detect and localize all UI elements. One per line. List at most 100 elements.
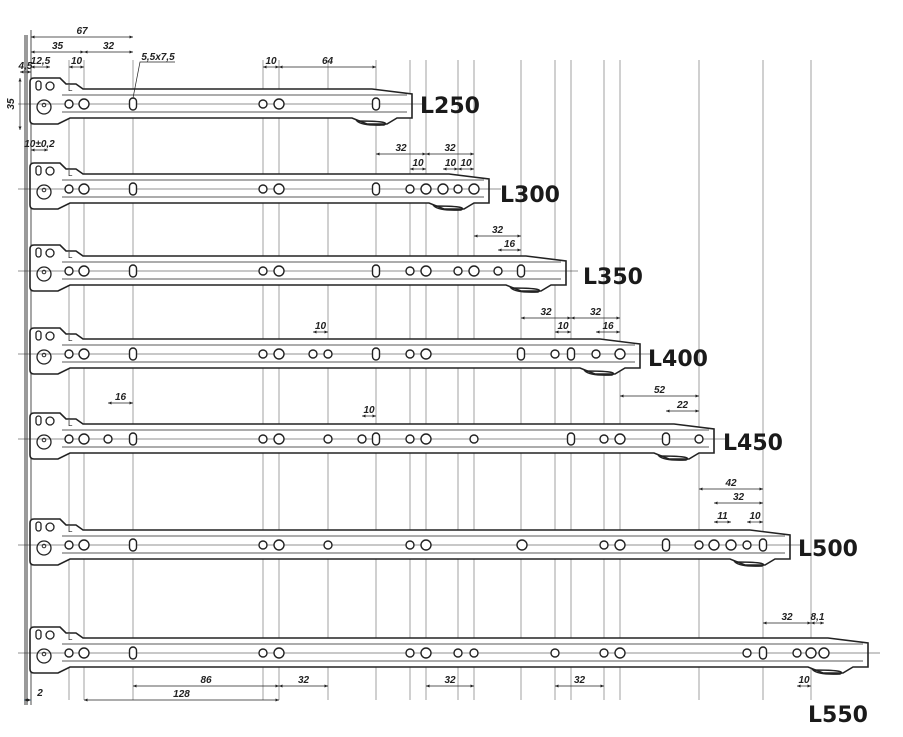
hole [323,434,333,444]
dimension: 11 [714,511,731,524]
rail-body [29,244,567,292]
slot-hole [758,646,768,660]
slot-hole [128,264,138,278]
dimension-label: 64 [322,56,334,67]
hole [420,539,432,551]
hole [614,647,626,659]
roller-hole [36,349,52,365]
rail-side-mark: L [68,169,73,178]
dimension: 32 [521,307,571,320]
dimension: 35 [31,41,84,54]
hole [453,266,463,276]
hole [78,183,90,195]
hole [694,540,704,550]
dimension: 32 [376,143,426,156]
roller-center [41,269,47,275]
dimension: 22 [666,400,699,413]
dimension-label: 10 [315,321,327,332]
dimension: 2 [24,688,43,702]
hole [45,416,55,426]
dimension: 5,5x7,5 [132,52,175,99]
dimension-label: 67 [76,26,88,37]
hole [45,166,55,176]
hole [273,98,285,110]
hole [405,540,415,550]
dimension: 64 [279,56,376,69]
slot-hole [128,182,138,196]
hole [64,648,74,658]
hole [273,433,285,445]
hole [550,648,560,658]
hole [45,248,55,258]
hole [273,647,285,659]
hole [308,349,318,359]
dimension-label: 32 [298,675,310,686]
roller-hole [36,99,52,115]
dimension-label: 10±0,2 [24,139,55,150]
model-label: L350 [583,265,643,290]
hole [591,349,601,359]
hole [550,349,560,359]
hole [64,184,74,194]
hole [405,648,415,658]
hole [64,540,74,550]
hole [420,183,432,195]
dimension: 42 [699,478,763,491]
slot-hole [371,182,381,196]
slot-hole [371,264,381,278]
rail-body [29,327,641,375]
rail-side-mark: L [68,251,73,260]
hole [78,98,90,110]
hole [599,434,609,444]
dimension: 10 [458,158,474,171]
roller-center [41,437,47,443]
dimension: 32 [426,675,474,688]
dimension-label: 32 [103,41,115,52]
dimension-label: 12,5 [31,56,51,67]
slot-hole [35,415,42,426]
hole [405,349,415,359]
dimension: 32 [555,675,604,688]
hole [64,349,74,359]
hole [78,433,90,445]
hole [258,266,268,276]
roller-center [41,102,47,108]
dimension: 67 [31,26,133,39]
slot-hole [128,347,138,361]
hole [792,648,802,658]
dimension-label: 10 [798,675,810,686]
hole [45,81,55,91]
hole [469,648,479,658]
hole [273,183,285,195]
dimension: 10 [263,56,279,69]
slot-hole [128,538,138,552]
hole [493,266,503,276]
dimension: 10 [443,158,458,171]
dimension: 16 [108,392,133,405]
hole [258,434,268,444]
dimension: 10 [313,321,328,334]
hole [103,434,113,444]
model-label: L250 [420,94,480,119]
hole [742,648,752,658]
wheel-slot [811,669,843,675]
hole [818,647,830,659]
slot-hole [35,80,42,91]
slot-hole [35,165,42,176]
hole [742,540,752,550]
dimension-label: 32 [540,307,552,318]
slot-hole [128,97,138,111]
hole [405,266,415,276]
dimension-label: 16 [504,239,516,250]
dimension: 32 [426,143,474,156]
hole [258,349,268,359]
dimension-label: 16 [602,321,614,332]
wheel-slot [583,370,615,376]
slot-hole [371,347,381,361]
slot-hole [661,538,671,552]
